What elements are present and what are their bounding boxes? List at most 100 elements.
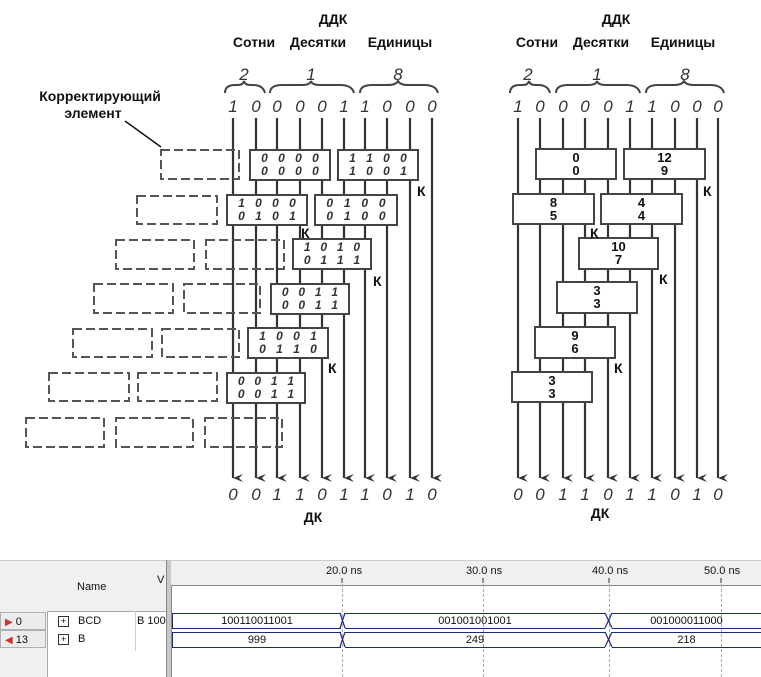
input-bit: 0 <box>251 97 261 116</box>
dashed-elements <box>25 149 285 448</box>
correction-box: 107 <box>578 237 659 270</box>
correction-box: 96 <box>534 326 616 359</box>
box-bottom-bit: 0 <box>278 164 285 178</box>
box-top-value: 3 <box>593 283 600 298</box>
box-bottom-bit: 1 <box>255 209 262 223</box>
box-bottom-bit: 0 <box>326 209 333 223</box>
name-column-header[interactable]: Name <box>47 560 136 612</box>
box-bottom-bit: 1 <box>271 387 278 401</box>
pane-splitter[interactable] <box>166 560 172 677</box>
box-top-bit: 0 <box>353 240 360 254</box>
value-column-header[interactable]: V <box>135 560 166 612</box>
box-bottom-bit: 0 <box>383 164 390 178</box>
box-top-bit: 0 <box>255 196 262 210</box>
input-pin-icon: ▶ <box>5 617 13 628</box>
box-top-bit: 1 <box>238 196 245 210</box>
box-bottom-bit: 0 <box>238 387 245 401</box>
signal-name-b[interactable]: +B <box>58 630 134 648</box>
right-digit-hundreds: 2 <box>522 65 533 84</box>
correction-box: 00 <box>535 148 617 180</box>
box-bottom-bit: 0 <box>295 164 302 178</box>
output-bit: 1 <box>360 485 369 504</box>
signal-index-bcd[interactable]: ▶ 0 <box>0 612 46 630</box>
left-title: ДДК <box>319 11 348 27</box>
box-top-bit: 0 <box>295 151 302 165</box>
left-digit-hundreds: 2 <box>238 65 249 84</box>
input-bit: 0 <box>295 97 305 116</box>
expand-icon[interactable]: + <box>58 615 69 627</box>
box-bottom-value: 6 <box>571 341 578 356</box>
box-bottom-bit: 0 <box>361 209 368 223</box>
box-top-bit: 0 <box>320 240 327 254</box>
b-segment-3: 218 <box>612 632 761 648</box>
box-bottom-bit: 1 <box>353 253 360 267</box>
box-bottom-value: 4 <box>638 208 646 223</box>
box-bottom-bit: 1 <box>320 253 327 267</box>
correction-box: 33 <box>556 281 638 314</box>
callout-pointer <box>124 120 162 148</box>
input-bit: 0 <box>272 97 282 116</box>
output-bit: 0 <box>670 485 680 504</box>
time-tick-30ns: 30.0 ns <box>466 565 503 577</box>
bcd-segment-3: 001000011000 <box>612 613 761 629</box>
right-k-label-3: К <box>659 271 668 287</box>
signal-index-b[interactable]: ◀ 13 <box>0 630 46 648</box>
right-output-label: ДК <box>591 505 610 521</box>
signal-name-bcd[interactable]: +BCD <box>58 612 134 630</box>
box-bottom-bit: 0 <box>272 209 279 223</box>
output-bit: 1 <box>580 485 589 504</box>
right-brace-tens <box>555 80 641 94</box>
box-bottom-bit: 0 <box>259 342 266 356</box>
left-group-tens: Десятки <box>290 34 346 50</box>
correction-box: 33 <box>511 371 593 403</box>
right-digit-units: 8 <box>680 65 690 84</box>
output-bit: 0 <box>713 485 723 504</box>
box-top-value: 12 <box>657 150 671 165</box>
left-group-hundreds: Сотни <box>233 34 275 50</box>
b-segment-2: 249 <box>345 632 605 648</box>
input-bit: 0 <box>558 97 568 116</box>
box-bottom-bit: 0 <box>238 209 245 223</box>
box-bottom-bit: 1 <box>331 298 338 312</box>
input-bit: 0 <box>427 97 437 116</box>
name-header-label: Name <box>77 581 107 593</box>
box-bottom-bit: 1 <box>337 253 344 267</box>
right-k-label-2: К <box>590 225 599 241</box>
box-bottom-bit: 1 <box>293 342 300 356</box>
box-bottom-bit: 1 <box>349 164 356 178</box>
value-header-label: V <box>157 574 165 586</box>
output-bit: 0 <box>317 485 327 504</box>
expand-icon[interactable]: + <box>58 633 69 645</box>
box-top-bit: 0 <box>278 151 285 165</box>
input-bit: 0 <box>382 97 392 116</box>
right-digit-tens: 1 <box>592 65 601 84</box>
input-bit: 0 <box>713 97 723 116</box>
output-bit: 1 <box>295 485 304 504</box>
box-bottom-bit: 0 <box>298 298 305 312</box>
output-bit: 1 <box>647 485 656 504</box>
box-top-bit: 0 <box>293 329 300 343</box>
right-brace-hundreds <box>509 80 551 94</box>
box-bottom-bit: 0 <box>261 164 268 178</box>
output-pin-icon: ◀ <box>5 635 13 646</box>
correction-box: 129 <box>623 148 706 180</box>
box-top-value: 0 <box>572 150 579 165</box>
left-brace-units <box>359 78 439 94</box>
box-top-bit: 0 <box>326 196 333 210</box>
left-brace-hundreds <box>224 80 266 94</box>
box-top-bit: 0 <box>400 151 407 165</box>
box-bottom-bit: 0 <box>312 164 319 178</box>
box-bottom-bit: 0 <box>254 387 261 401</box>
input-bit: 0 <box>317 97 327 116</box>
box-bottom-bit: 0 <box>310 342 317 356</box>
box-top-value: 10 <box>611 239 625 254</box>
left-k-label-1: К <box>417 183 426 199</box>
box-bottom-bit: 1 <box>289 209 296 223</box>
output-bit: 1 <box>692 485 701 504</box>
